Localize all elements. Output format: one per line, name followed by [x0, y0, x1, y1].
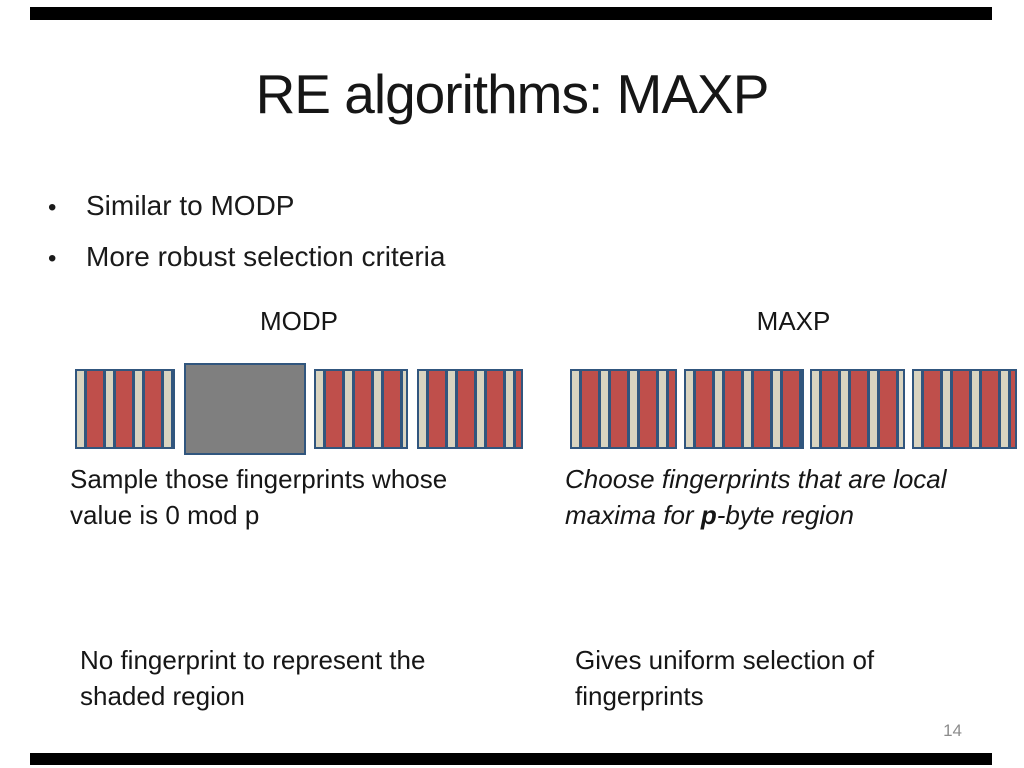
fingerprint-stripes-block	[570, 369, 677, 449]
fingerprint-stripes-block	[416, 369, 523, 449]
modp-caption: Sample those fingerprints whose value is…	[70, 461, 540, 533]
fingerprint-stripes-block	[911, 369, 1017, 449]
maxp-caption-line2-pre: maxima for	[565, 500, 701, 530]
maxp-note: Gives uniform selection of fingerprints	[575, 642, 1024, 714]
top-edge-bar	[30, 7, 992, 20]
maxp-column-label: MAXP	[756, 306, 831, 336]
maxp-caption: Choose fingerprints that are local maxim…	[565, 461, 1024, 533]
maxp-caption-line2-bold-p: p	[700, 500, 717, 530]
modp-note: No fingerprint to represent the shaded r…	[80, 642, 550, 714]
modp-fingerprint-row	[75, 363, 523, 455]
bullet-dot-icon: •	[48, 194, 57, 221]
bullet-list: • Similar to MODP • More robust selectio…	[48, 190, 445, 292]
modp-note-line2: shaded region	[80, 681, 245, 711]
bullet-text: More robust selection criteria	[86, 241, 446, 272]
modp-caption-line1: Sample those fingerprints whose	[70, 464, 448, 494]
modp-caption-line2: value is 0 mod p	[70, 500, 260, 530]
fingerprint-stripes-block	[75, 369, 175, 449]
page-number: 14	[943, 721, 962, 740]
bullet-item: • More robust selection criteria	[48, 241, 445, 273]
maxp-note-line1: Gives uniform selection of	[575, 645, 875, 675]
bottom-edge-bar	[30, 753, 992, 765]
maxp-caption-line2-post: -byte region	[716, 500, 855, 530]
bullet-item: • Similar to MODP	[48, 190, 445, 222]
fingerprint-stripes-block	[683, 369, 804, 449]
slide-title: RE algorithms: MAXP	[255, 63, 770, 125]
maxp-caption-line2: maxima for p-byte region	[565, 497, 1024, 533]
maxp-fingerprint-row	[570, 363, 1017, 455]
fingerprint-stripes-block	[314, 369, 409, 449]
bullet-dot-icon: •	[48, 245, 57, 272]
modp-note-line1: No fingerprint to represent the	[80, 645, 426, 675]
shaded-region-block	[183, 363, 306, 455]
maxp-note-line2: fingerprints	[575, 681, 704, 711]
modp-column-label: MODP	[260, 306, 338, 336]
fingerprint-stripes-block	[810, 369, 906, 449]
bullet-text: Similar to MODP	[86, 190, 295, 221]
maxp-caption-line1: Choose fingerprints that are local	[565, 464, 947, 494]
